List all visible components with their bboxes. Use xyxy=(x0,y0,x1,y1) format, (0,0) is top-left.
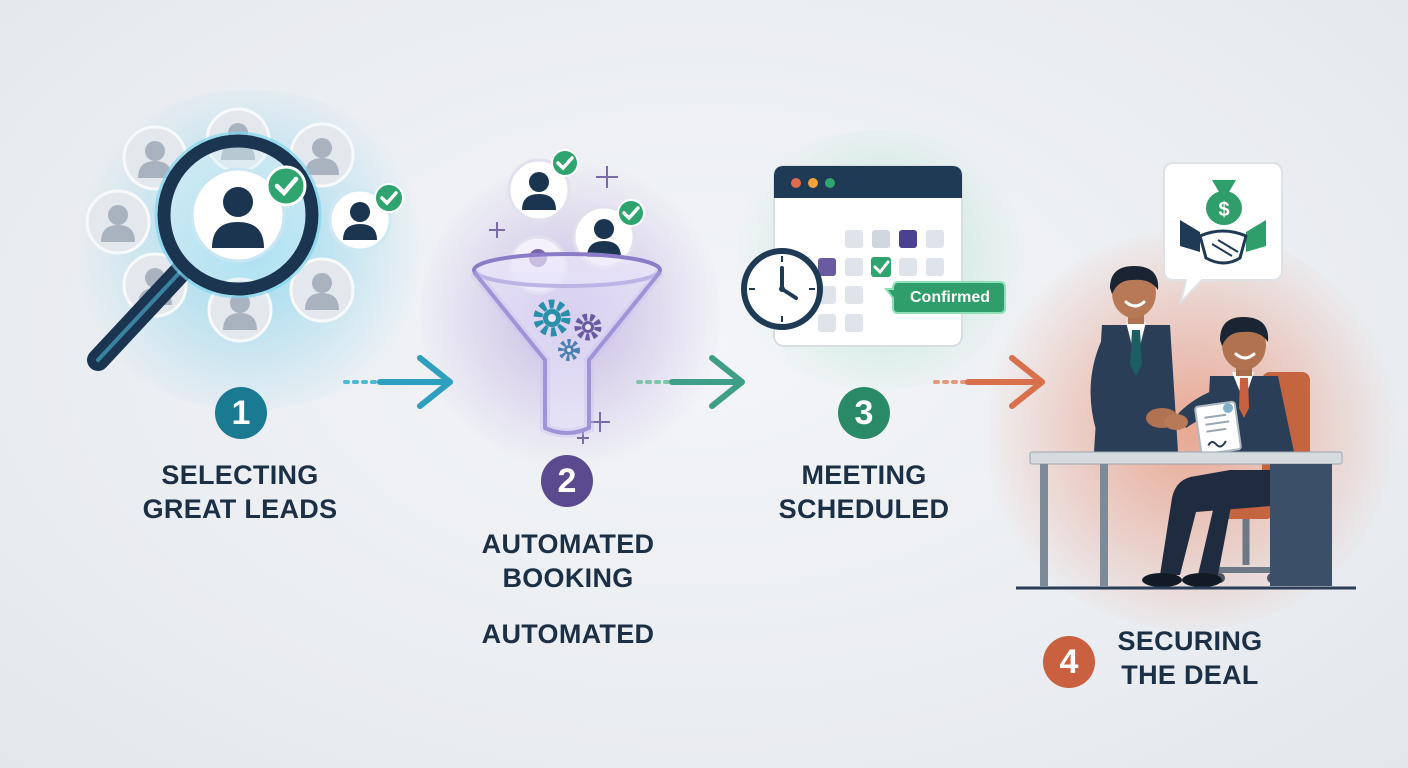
desk xyxy=(1016,451,1356,590)
step-2-title-line1: AUTOMATED xyxy=(481,529,655,559)
step-3-title-line1: MEETING xyxy=(801,460,927,490)
check-icon xyxy=(617,199,645,227)
clock-icon xyxy=(741,248,823,330)
confirmed-badge-label: Confirmed xyxy=(910,289,990,306)
money-bag-icon: $ xyxy=(1206,180,1242,225)
step-number-3: 3 xyxy=(838,387,890,439)
gear-icon xyxy=(558,339,580,361)
step-number-2: 2 xyxy=(541,455,593,507)
step-3-title-line2: SCHEDULED xyxy=(778,494,950,524)
check-icon xyxy=(374,183,404,213)
step-2-title: AUTOMATED BOOKING xyxy=(448,527,688,595)
arrow-right-icon xyxy=(343,355,453,409)
lead-avatar xyxy=(507,158,571,222)
handshake-icon xyxy=(1180,220,1266,265)
check-icon xyxy=(871,257,891,277)
check-icon xyxy=(265,165,307,207)
selected-lead-avatar xyxy=(328,188,392,252)
step-2-title-line2: BOOKING xyxy=(502,563,634,593)
step-number-1: 1 xyxy=(215,387,267,439)
gear-icon xyxy=(533,299,571,337)
arrow-right-icon xyxy=(636,355,745,409)
step-4-title-line2: THE DEAL xyxy=(1121,660,1259,690)
sparkle-icon xyxy=(489,166,618,444)
step-2-subtitle: AUTOMATED xyxy=(481,619,655,649)
step-1-title-line2: GREAT LEADS xyxy=(142,494,338,524)
svg-text:$: $ xyxy=(1218,199,1229,221)
handshake-hands xyxy=(1146,408,1188,430)
step-3-title: MEETING SCHEDULED xyxy=(744,458,984,526)
arrow-right-icon xyxy=(933,355,1045,409)
confirmed-badge xyxy=(883,281,1006,314)
contract-document xyxy=(1194,400,1242,456)
gear-icon xyxy=(574,313,602,341)
step-number-4: 4 xyxy=(1043,636,1095,688)
check-icon xyxy=(551,149,579,177)
step-1-title-line1: SELECTING xyxy=(161,460,319,490)
step-4-title-line1: SECURING xyxy=(1117,626,1263,656)
step-1-title: SELECTING GREAT LEADS xyxy=(120,458,360,526)
businessman-standing xyxy=(1090,266,1178,452)
step-4-title: SECURING THE DEAL xyxy=(1090,624,1290,692)
